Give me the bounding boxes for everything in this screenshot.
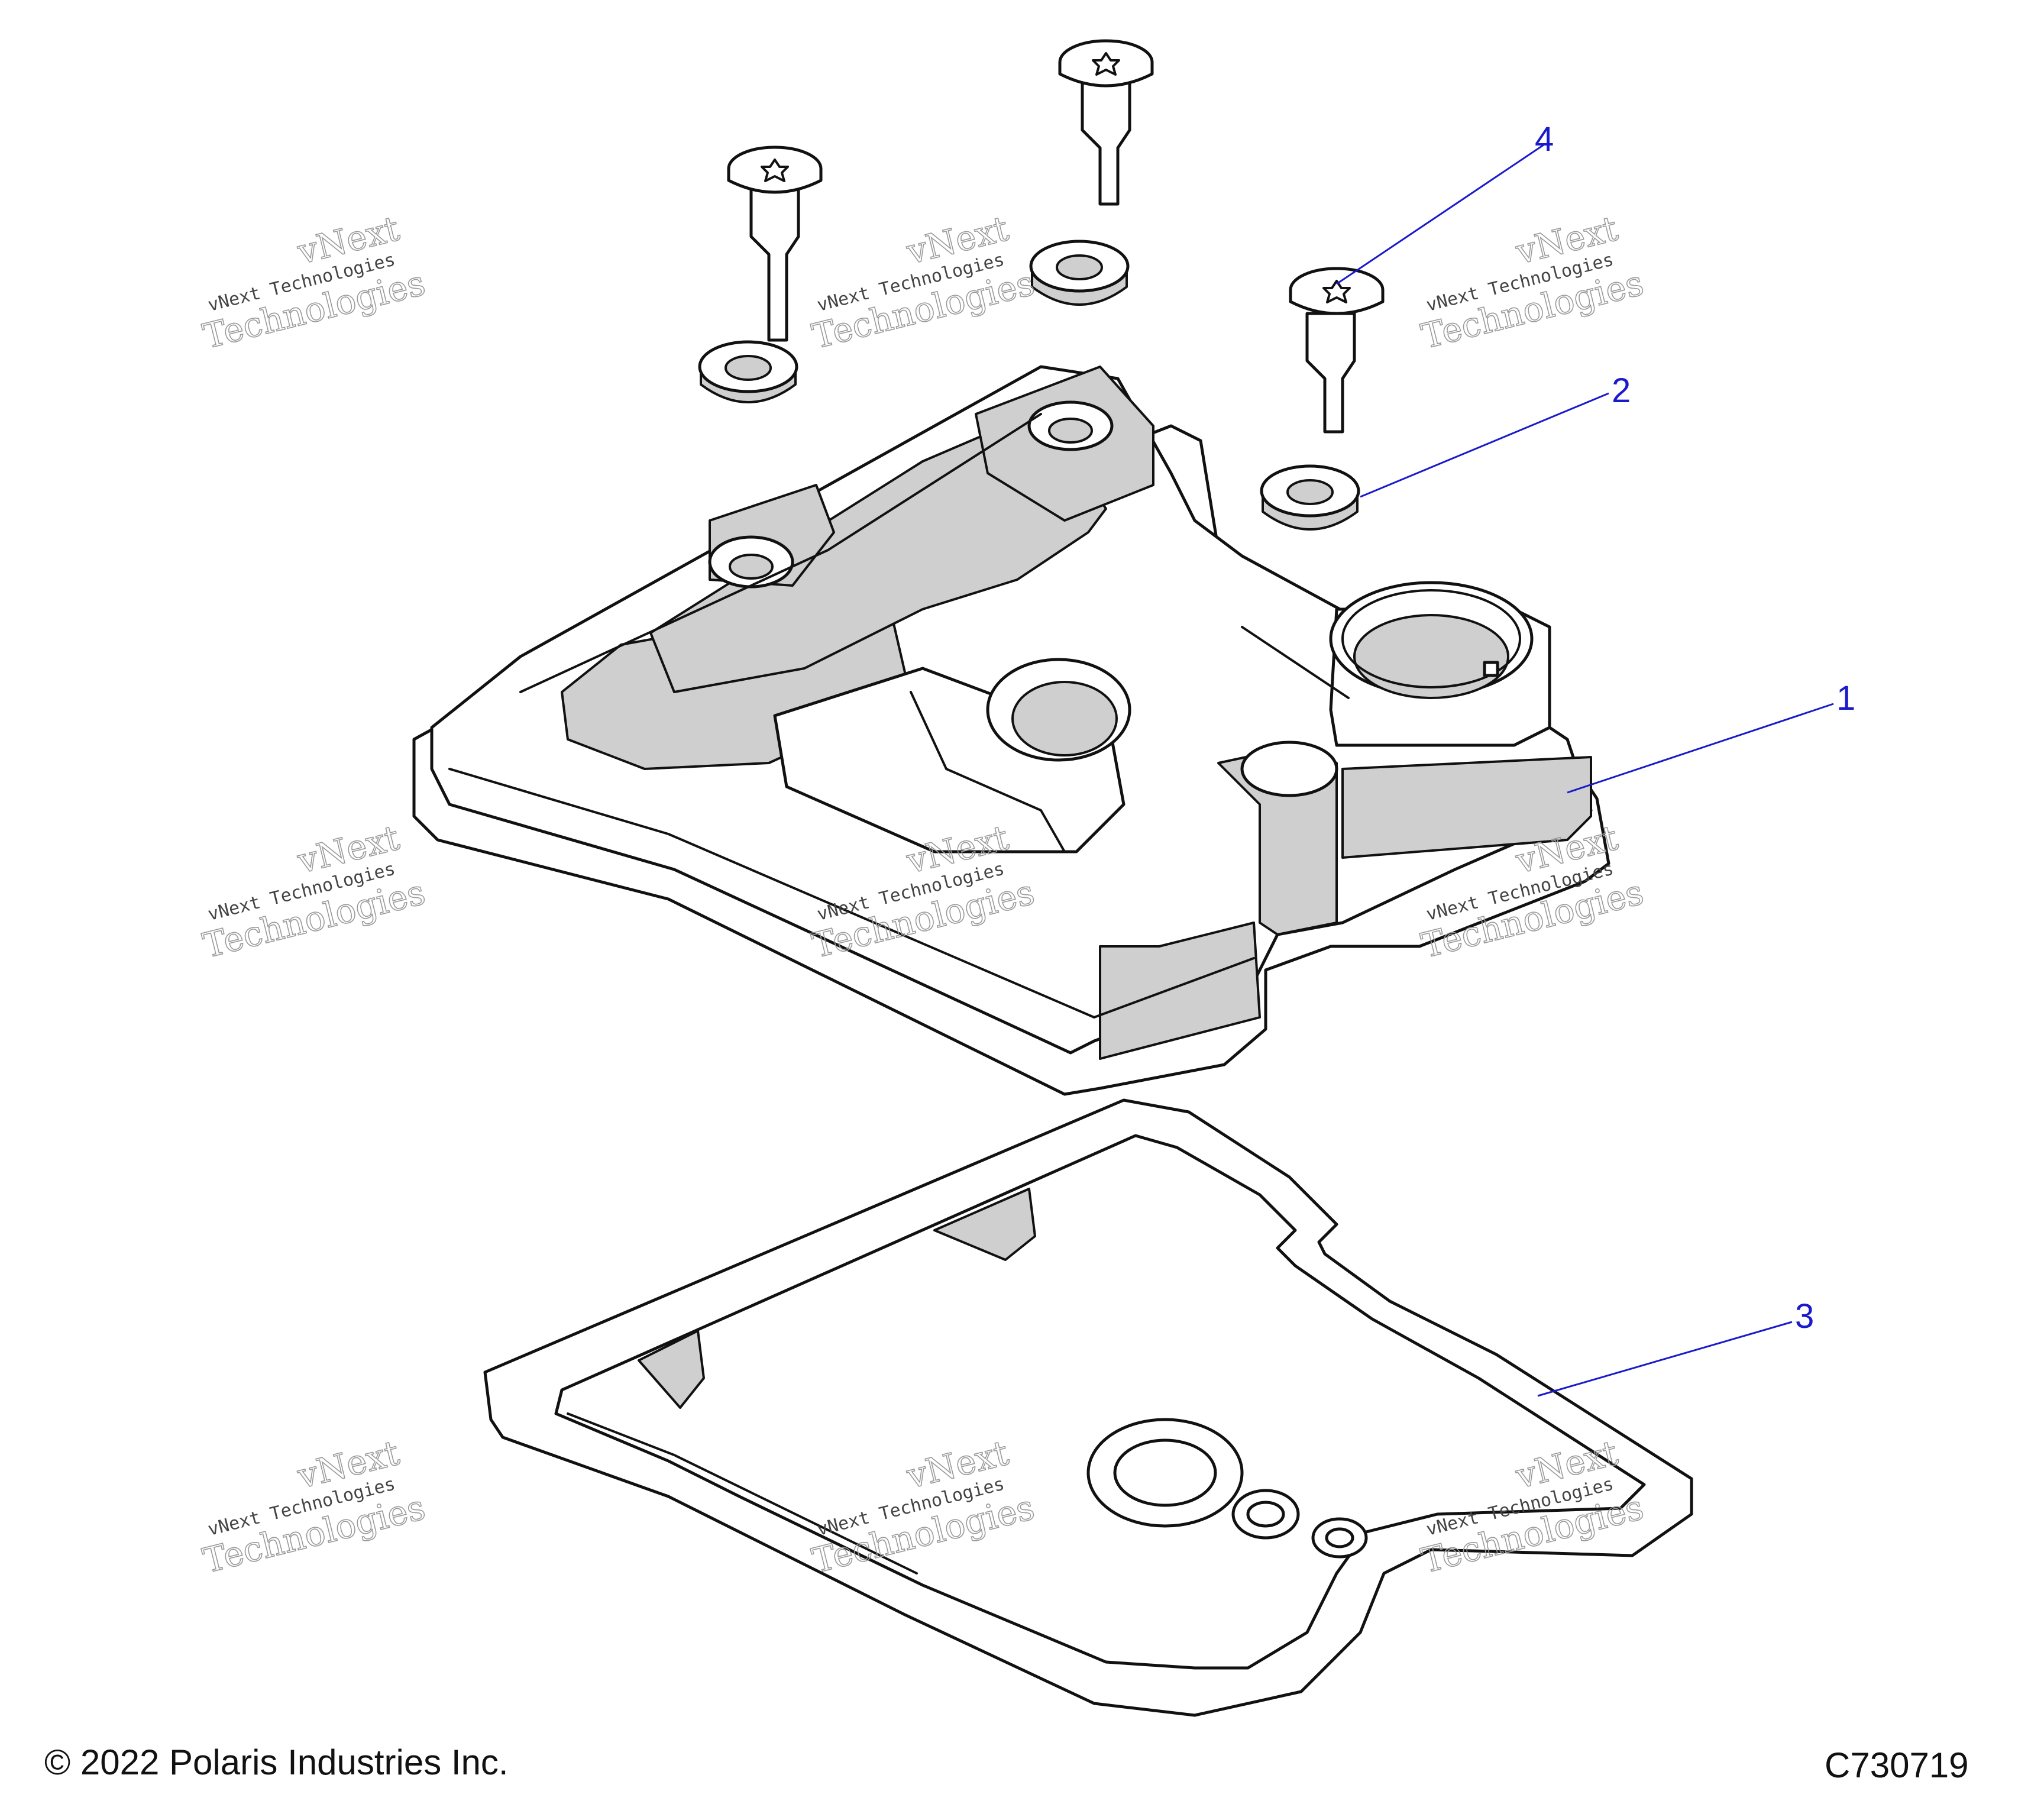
grommet-middle — [1029, 240, 1130, 306]
leader-line-2 — [1360, 392, 1609, 498]
leader-line-3 — [1537, 1321, 1793, 1397]
gasket — [483, 1098, 1693, 1717]
callout-2: 2 — [1612, 371, 1631, 410]
copyright-text: © 2022 Polaris Industries Inc. — [44, 1742, 509, 1782]
callout-4: 4 — [1535, 120, 1554, 159]
bolt-middle — [1058, 39, 1154, 206]
grommet-right — [1260, 464, 1360, 531]
leader-line-1 — [1567, 703, 1834, 794]
callout-3: 3 — [1795, 1297, 1814, 1336]
callout-1: 1 — [1836, 679, 1855, 717]
bolt-left — [727, 146, 823, 342]
leader-lines — [1336, 144, 1834, 1397]
leader-line-4 — [1336, 144, 1544, 285]
grommet-left — [698, 340, 798, 403]
bolt-right — [1289, 267, 1385, 434]
valve-cover — [412, 365, 1610, 1096]
figure-code: C730719 — [1825, 1745, 1969, 1785]
